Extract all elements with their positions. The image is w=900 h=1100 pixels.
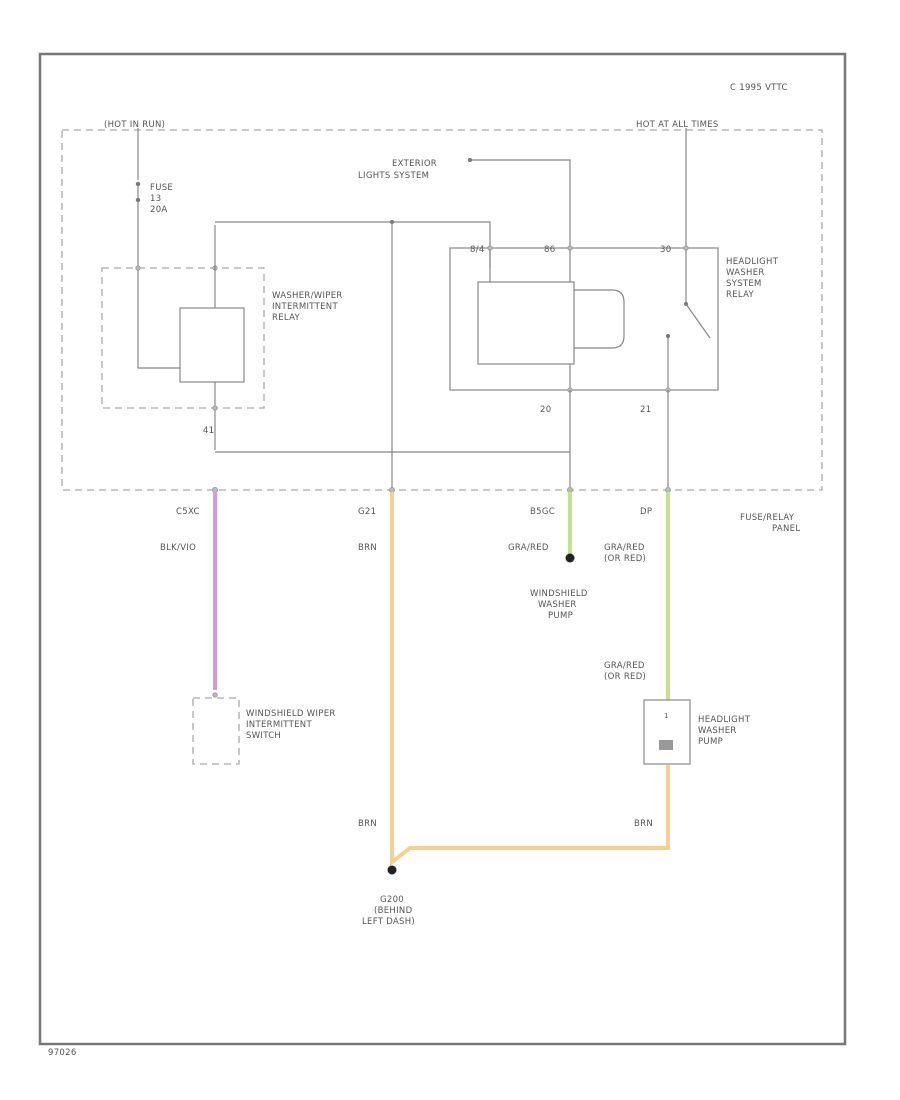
ground-point (387, 865, 397, 875)
svg-text:(BEHIND: (BEHIND (374, 906, 413, 916)
brn-wire-label-1: BRN (358, 543, 377, 553)
brown-wire (390, 492, 670, 867)
gra-red-wire-label-1: GRA/RED (508, 543, 549, 553)
brn-wire-label-2: BRN (358, 819, 377, 829)
panel-label: FUSE/RELAY PANEL (740, 513, 800, 534)
svg-text:HEADLIGHT: HEADLIGHT (726, 257, 779, 267)
washer-wiper-relay-coil (179, 307, 245, 383)
windshield-pump-terminal (565, 553, 575, 563)
pump-pin-1: 1 (664, 712, 669, 720)
connector-3 (567, 486, 574, 493)
gra-red-wire-label-2: GRA/RED (OR RED) (604, 543, 646, 564)
svg-text:SYSTEM: SYSTEM (726, 279, 762, 289)
svg-text:RELAY: RELAY (272, 313, 301, 323)
connector-4 (665, 486, 672, 493)
fuse-relay-panel-boundary (61, 129, 823, 491)
svg-text:GRA/RED: GRA/RED (604, 661, 645, 671)
copyright-label: C 1995 VTTC (730, 83, 788, 93)
svg-text:LEFT DASH): LEFT DASH) (362, 917, 415, 927)
left-relay-pin-c (212, 405, 218, 411)
fuse-label: FUSE 13 20A (150, 183, 173, 215)
svg-text:FUSE/RELAY: FUSE/RELAY (740, 513, 795, 523)
ground-label: G200 (BEHIND LEFT DASH) (362, 895, 415, 927)
relay-top-pin-3 (683, 245, 689, 251)
svg-text:(OR RED): (OR RED) (604, 672, 646, 682)
outer-frame (38, 52, 847, 1046)
gra-red-wire-label-3: GRA/RED (OR RED) (604, 661, 646, 682)
exterior-lights-wire (470, 159, 571, 248)
connector-2 (388, 486, 395, 493)
svg-text:HEADLIGHT: HEADLIGHT (698, 715, 751, 725)
blk-vio-wire-label: BLK/VIO (160, 543, 196, 553)
pin-21-label: 21 (640, 405, 651, 415)
relay-top-pin-2 (567, 245, 573, 251)
connector-2-label: G21 (358, 507, 376, 517)
svg-text:WASHER: WASHER (726, 268, 765, 278)
relay-coil-icon (477, 281, 625, 365)
exterior-lights-label: EXTERIOR LIGHTS SYSTEM (358, 159, 437, 181)
connector-1-label: C5XC (176, 507, 200, 517)
svg-text:SWITCH: SWITCH (246, 731, 281, 741)
headlight-washer-pump-label: HEADLIGHT WASHER PUMP (698, 715, 751, 747)
svg-text:FUSE: FUSE (150, 183, 173, 193)
relay-switch-icon (666, 250, 711, 390)
svg-text:INTERMITTENT: INTERMITTENT (272, 302, 338, 312)
svg-text:(OR RED): (OR RED) (604, 554, 646, 564)
svg-text:INTERMITTENT: INTERMITTENT (246, 720, 312, 730)
headlight-washer-relay-label: HEADLIGHT WASHER SYSTEM RELAY (726, 257, 779, 300)
washer-wiper-relay-boundary (101, 267, 265, 409)
svg-text:WASHER: WASHER (538, 600, 577, 610)
figure-id: 97026 (48, 1048, 77, 1058)
svg-text:WINDSHIELD WIPER: WINDSHIELD WIPER (246, 709, 336, 719)
connector-1 (211, 486, 218, 493)
svg-text:13: 13 (150, 194, 161, 204)
svg-text:EXTERIOR: EXTERIOR (392, 159, 437, 169)
fuse-icon (135, 181, 141, 203)
top-bus-wire (215, 221, 491, 268)
relay-top-pin-1-label: 8/4 (470, 245, 485, 255)
svg-text:WINDSHIELD: WINDSHIELD (530, 589, 588, 599)
washer-wiper-relay-label: WASHER/WIPER INTERMITTENT RELAY (272, 291, 343, 323)
pin-20-label: 20 (540, 405, 551, 415)
relay-top-pin-1 (487, 245, 493, 251)
svg-text:20A: 20A (150, 205, 168, 215)
relay-top-pin-2-label: 86 (544, 245, 555, 255)
wiper-switch-pin (212, 692, 218, 698)
svg-text:GRA/RED: GRA/RED (604, 543, 645, 553)
svg-text:WASHER/WIPER: WASHER/WIPER (272, 291, 343, 301)
svg-text:RELAY: RELAY (726, 290, 755, 300)
relay-top-pin-3-label: 30 (660, 245, 671, 255)
headlight-washer-pump-box (643, 699, 691, 765)
brn-wire-label-3: BRN (634, 819, 653, 829)
svg-text:PUMP: PUMP (698, 737, 723, 747)
svg-text:LIGHTS SYSTEM: LIGHTS SYSTEM (358, 171, 429, 181)
connector-4-label: DP (640, 507, 652, 517)
svg-text:G200: G200 (380, 895, 404, 905)
svg-text:PANEL: PANEL (772, 524, 800, 534)
svg-text:PUMP: PUMP (548, 611, 573, 621)
wiper-switch-label: WINDSHIELD WIPER INTERMITTENT SWITCH (246, 709, 336, 741)
wiper-switch-boundary (192, 697, 240, 765)
pin-41-label: 41 (203, 426, 214, 436)
windshield-washer-pump-label: WINDSHIELD WASHER PUMP (530, 589, 588, 621)
svg-text:WASHER: WASHER (698, 726, 737, 736)
headlight-washer-relay-boundary (449, 247, 719, 391)
left-relay-pin-a (135, 265, 141, 271)
hot-at-all-times-label: HOT AT ALL TIMES (636, 120, 719, 130)
pump-motor-icon (659, 740, 673, 750)
exterior-lights-arrow-icon (468, 158, 472, 162)
connector-3-label: B5GC (530, 507, 555, 517)
left-relay-internal-wire (137, 270, 180, 369)
hot-in-run-label: (HOT IN RUN) (104, 120, 165, 130)
